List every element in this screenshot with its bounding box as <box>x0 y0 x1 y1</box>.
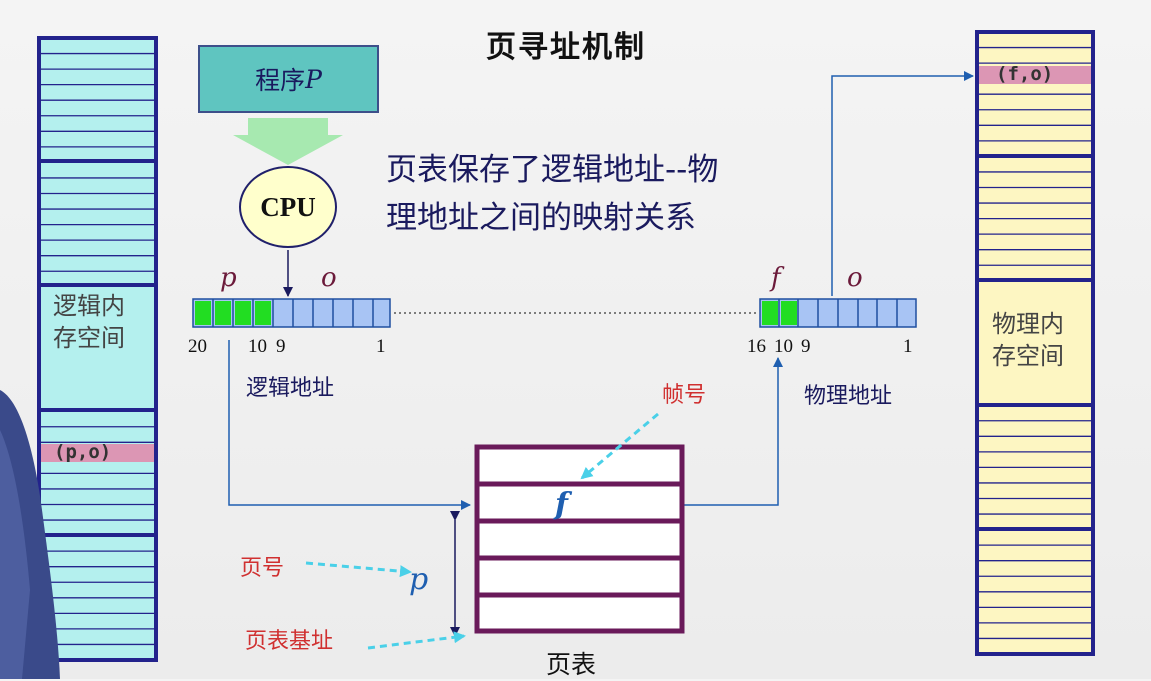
physical-entry-label: (f,o) <box>996 63 1054 85</box>
physical-tick-16: 16 <box>747 336 766 357</box>
logical-offset-var: o <box>321 263 337 293</box>
logical-space-label: 逻辑内 存空间 <box>53 290 125 354</box>
cpu-circle: CPU <box>239 166 337 248</box>
physical-tick-10: 10 <box>774 336 793 357</box>
logical-entry-highlight <box>41 444 154 462</box>
page-table-page-var: p <box>409 562 429 597</box>
physical-address-register <box>759 298 917 328</box>
page-table-box <box>474 444 685 634</box>
page-table-frame-var: f <box>555 487 568 522</box>
slide-title: 页寻址机制 <box>486 30 646 65</box>
physical-tick-9: 9 <box>801 336 811 357</box>
frame-out-arrow <box>683 357 783 506</box>
logical-memory-column <box>37 36 158 662</box>
description-line-2: 理地址之间的映射关系 <box>386 200 696 236</box>
program-to-cpu-arrow <box>233 118 343 165</box>
physical-memory-column <box>975 30 1095 656</box>
page-table-base-pointer <box>367 631 466 650</box>
logical-tick-1: 1 <box>376 336 386 357</box>
frame-number-annotation: 帧号 <box>662 383 707 408</box>
page-table-base-annotation: 页表基址 <box>245 629 334 654</box>
program-label: 程序 <box>255 66 306 95</box>
logical-tick-20: 20 <box>188 336 207 357</box>
page-lookup-arrow <box>228 340 471 510</box>
physical-access-arrow <box>831 71 974 296</box>
logical-address-register <box>192 298 391 328</box>
logical-tick-9: 9 <box>276 336 286 357</box>
physical-space-label-line-2: 存空间 <box>992 342 1064 370</box>
logical-address-label: 逻辑地址 <box>246 376 335 401</box>
logical-space-label-line-2: 存空间 <box>53 324 125 352</box>
logical-tick-10: 10 <box>248 336 267 357</box>
program-var: P <box>305 64 322 94</box>
page-table-title: 页表 <box>546 650 597 679</box>
page-number-annotation: 页号 <box>240 556 285 581</box>
physical-space-label-line-1: 物理内 <box>992 310 1064 338</box>
cpu-label: CPU <box>260 191 316 222</box>
description-line-1: 页表保存了逻辑地址--物 <box>386 152 719 188</box>
physical-tick-1: 1 <box>903 336 913 357</box>
physical-frame-var: f <box>771 263 781 293</box>
page-number-pointer <box>305 561 412 578</box>
presenter-silhouette <box>0 390 60 679</box>
physical-entry-highlight <box>979 66 1091 84</box>
logical-page-var: p <box>220 263 237 293</box>
physical-offset-var: o <box>847 263 863 293</box>
logical-entry-label: (p,o) <box>54 441 112 463</box>
frame-number-pointer <box>580 412 659 480</box>
logical-space-label-line-1: 逻辑内 <box>53 292 125 320</box>
physical-space-label: 物理内 存空间 <box>992 308 1064 372</box>
physical-address-label: 物理地址 <box>804 384 893 409</box>
